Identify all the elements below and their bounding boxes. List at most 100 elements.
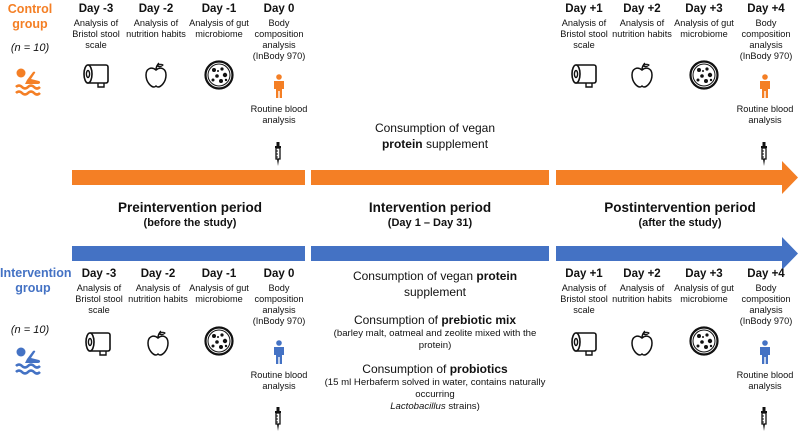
person-icon: [274, 340, 284, 364]
apple-icon: [630, 330, 654, 356]
day-label: Day 0: [263, 3, 295, 15]
consumption-bold: prebiotic mix: [441, 313, 517, 327]
consumption-detail: (15 ml Herbaferm solved in water, contai…: [324, 377, 546, 400]
toilet-paper-icon: [82, 62, 112, 88]
intervention-day-minus2: Day -2 Analysis of nutrition habits: [127, 267, 189, 305]
person-icon: [760, 340, 770, 364]
day-description: Body composition analysis (InBody 970): [252, 283, 306, 326]
consumption-text: supplement: [425, 137, 489, 151]
period-subtitle: (after the study): [638, 217, 722, 229]
control-post-arrow: [556, 161, 798, 194]
control-day-plus1: Day +1 Analysis of Bristol stool scale: [553, 2, 615, 51]
day-description: Analysis of gut microbiome: [674, 18, 734, 39]
petri-dish-icon: [689, 60, 719, 90]
day-description: Body composition analysis (InBody 970): [739, 283, 793, 326]
day-label: Day 0: [263, 268, 295, 280]
toilet-paper-icon: [570, 62, 600, 88]
day-label: Day +4: [747, 3, 785, 15]
intervention-pre-bar: [72, 246, 305, 261]
day-label: Day +2: [623, 268, 661, 280]
control-day-0: Day 0 Body composition analysis (InBody …: [248, 2, 310, 62]
day-label: Day -2: [140, 268, 176, 280]
control-int-bar: [311, 170, 549, 185]
day-description: Analysis of Bristol stool scale: [560, 18, 608, 50]
day-description: Analysis of nutrition habits: [612, 283, 672, 304]
day-label: Day +4: [747, 268, 785, 280]
day-label: Day -2: [138, 3, 174, 15]
intervention-post-arrow: [556, 237, 798, 270]
apple-icon: [144, 62, 168, 88]
dropper-icon: [273, 142, 283, 168]
consumption-text: Consumption of: [362, 362, 447, 376]
day-label: Day -3: [81, 268, 117, 280]
swimmer-icon: [15, 68, 41, 96]
day-label: Day -1: [201, 268, 237, 280]
day-description: Analysis of nutrition habits: [128, 283, 188, 304]
control-day-minus1: Day -1 Analysis of gut microbiome: [188, 2, 250, 40]
intervention-day-minus1: Day -1 Analysis of gut microbiome: [188, 267, 250, 305]
intervention-group-label: Intervention group: [0, 266, 72, 295]
control-day-plus4: Day +4 Body composition analysis (InBody…: [735, 2, 797, 62]
dropper-icon: [759, 407, 769, 433]
day-description: Analysis of gut microbiome: [674, 283, 734, 304]
intervention-day-minus3: Day -3 Analysis of Bristol stool scale: [68, 267, 130, 316]
consumption-bold: probiotics: [449, 362, 508, 376]
intervention-day-0: Day 0 Body composition analysis (InBody …: [248, 267, 310, 327]
day-description: Analysis of Bristol stool scale: [72, 18, 120, 50]
day-description: Analysis of gut microbiome: [189, 18, 249, 39]
control-consumption: Consumption of vegan protein supplement: [330, 120, 540, 152]
day-label: Day +3: [685, 268, 723, 280]
control-blood-analysis-post: Routine blood analysis: [736, 104, 794, 125]
day-description: Analysis of nutrition habits: [126, 18, 186, 39]
toilet-paper-icon: [570, 330, 600, 356]
consumption-text: Consumption of vegan: [352, 269, 474, 283]
period-subtitle: (before the study): [143, 217, 237, 229]
intervention-consumption-prebiotic: Consumption of prebiotic mix (barley mal…: [320, 313, 550, 352]
intervention-day-plus1: Day +1 Analysis of Bristol stool scale: [553, 267, 615, 316]
control-blood-analysis-pre: Routine blood analysis: [250, 104, 308, 125]
day-description: Analysis of nutrition habits: [612, 18, 672, 39]
consumption-text: Consumption of: [353, 313, 438, 327]
consumption-detail: strains): [448, 401, 480, 412]
period-title: Intervention period: [368, 200, 492, 215]
day-description: Analysis of Bristol stool scale: [560, 283, 608, 315]
control-group-label: Control group: [7, 2, 53, 31]
swimmer-icon: [15, 347, 41, 375]
petri-dish-icon: [204, 60, 234, 90]
intervention-day-plus4: Day +4 Body composition analysis (InBody…: [735, 267, 797, 327]
intervention-blood-analysis-pre: Routine blood analysis: [250, 370, 308, 391]
day-label: Day -1: [201, 3, 237, 15]
consumption-bold: protein: [381, 137, 423, 151]
period-subtitle: (Day 1 – Day 31): [387, 217, 473, 229]
dropper-icon: [273, 407, 283, 433]
toilet-paper-icon: [84, 330, 114, 356]
consumption-text: Consumption of vegan: [374, 121, 496, 135]
consumption-detail: (barley malt, oatmeal and zeolite mixed …: [333, 328, 537, 351]
intervention-day-plus2: Day +2 Analysis of nutrition habits: [611, 267, 673, 305]
intervention-int-bar: [311, 246, 549, 261]
period-title: Preintervention period: [117, 200, 263, 215]
day-description: Analysis of gut microbiome: [189, 283, 249, 304]
intervention-consumption-protein: Consumption of vegan protein supplement: [325, 268, 545, 300]
intervention-group-n: (n = 10): [10, 324, 50, 336]
day-label: Day -3: [78, 3, 114, 15]
period-intervention: Intervention period (Day 1 – Day 31): [330, 200, 530, 230]
intervention-consumption-probiotics: Consumption of probiotics (15 ml Herbafe…: [318, 362, 552, 413]
control-day-plus2: Day +2 Analysis of nutrition habits: [611, 2, 673, 40]
petri-dish-icon: [689, 326, 719, 356]
control-pre-bar: [72, 170, 305, 185]
apple-icon: [146, 330, 170, 356]
apple-icon: [630, 62, 654, 88]
control-day-plus3: Day +3 Analysis of gut microbiome: [673, 2, 735, 40]
person-icon: [760, 74, 770, 98]
petri-dish-icon: [204, 326, 234, 356]
day-description: Analysis of Bristol stool scale: [75, 283, 123, 315]
period-title: Postintervention period: [604, 200, 756, 215]
control-day-minus2: Day -2 Analysis of nutrition habits: [125, 2, 187, 40]
person-icon: [274, 74, 284, 98]
consumption-text: supplement: [403, 285, 467, 299]
consumption-bold: protein: [476, 269, 518, 283]
day-label: Day +3: [685, 3, 723, 15]
period-post: Postintervention period (after the study…: [580, 200, 780, 230]
control-day-minus3: Day -3 Analysis of Bristol stool scale: [65, 2, 127, 51]
